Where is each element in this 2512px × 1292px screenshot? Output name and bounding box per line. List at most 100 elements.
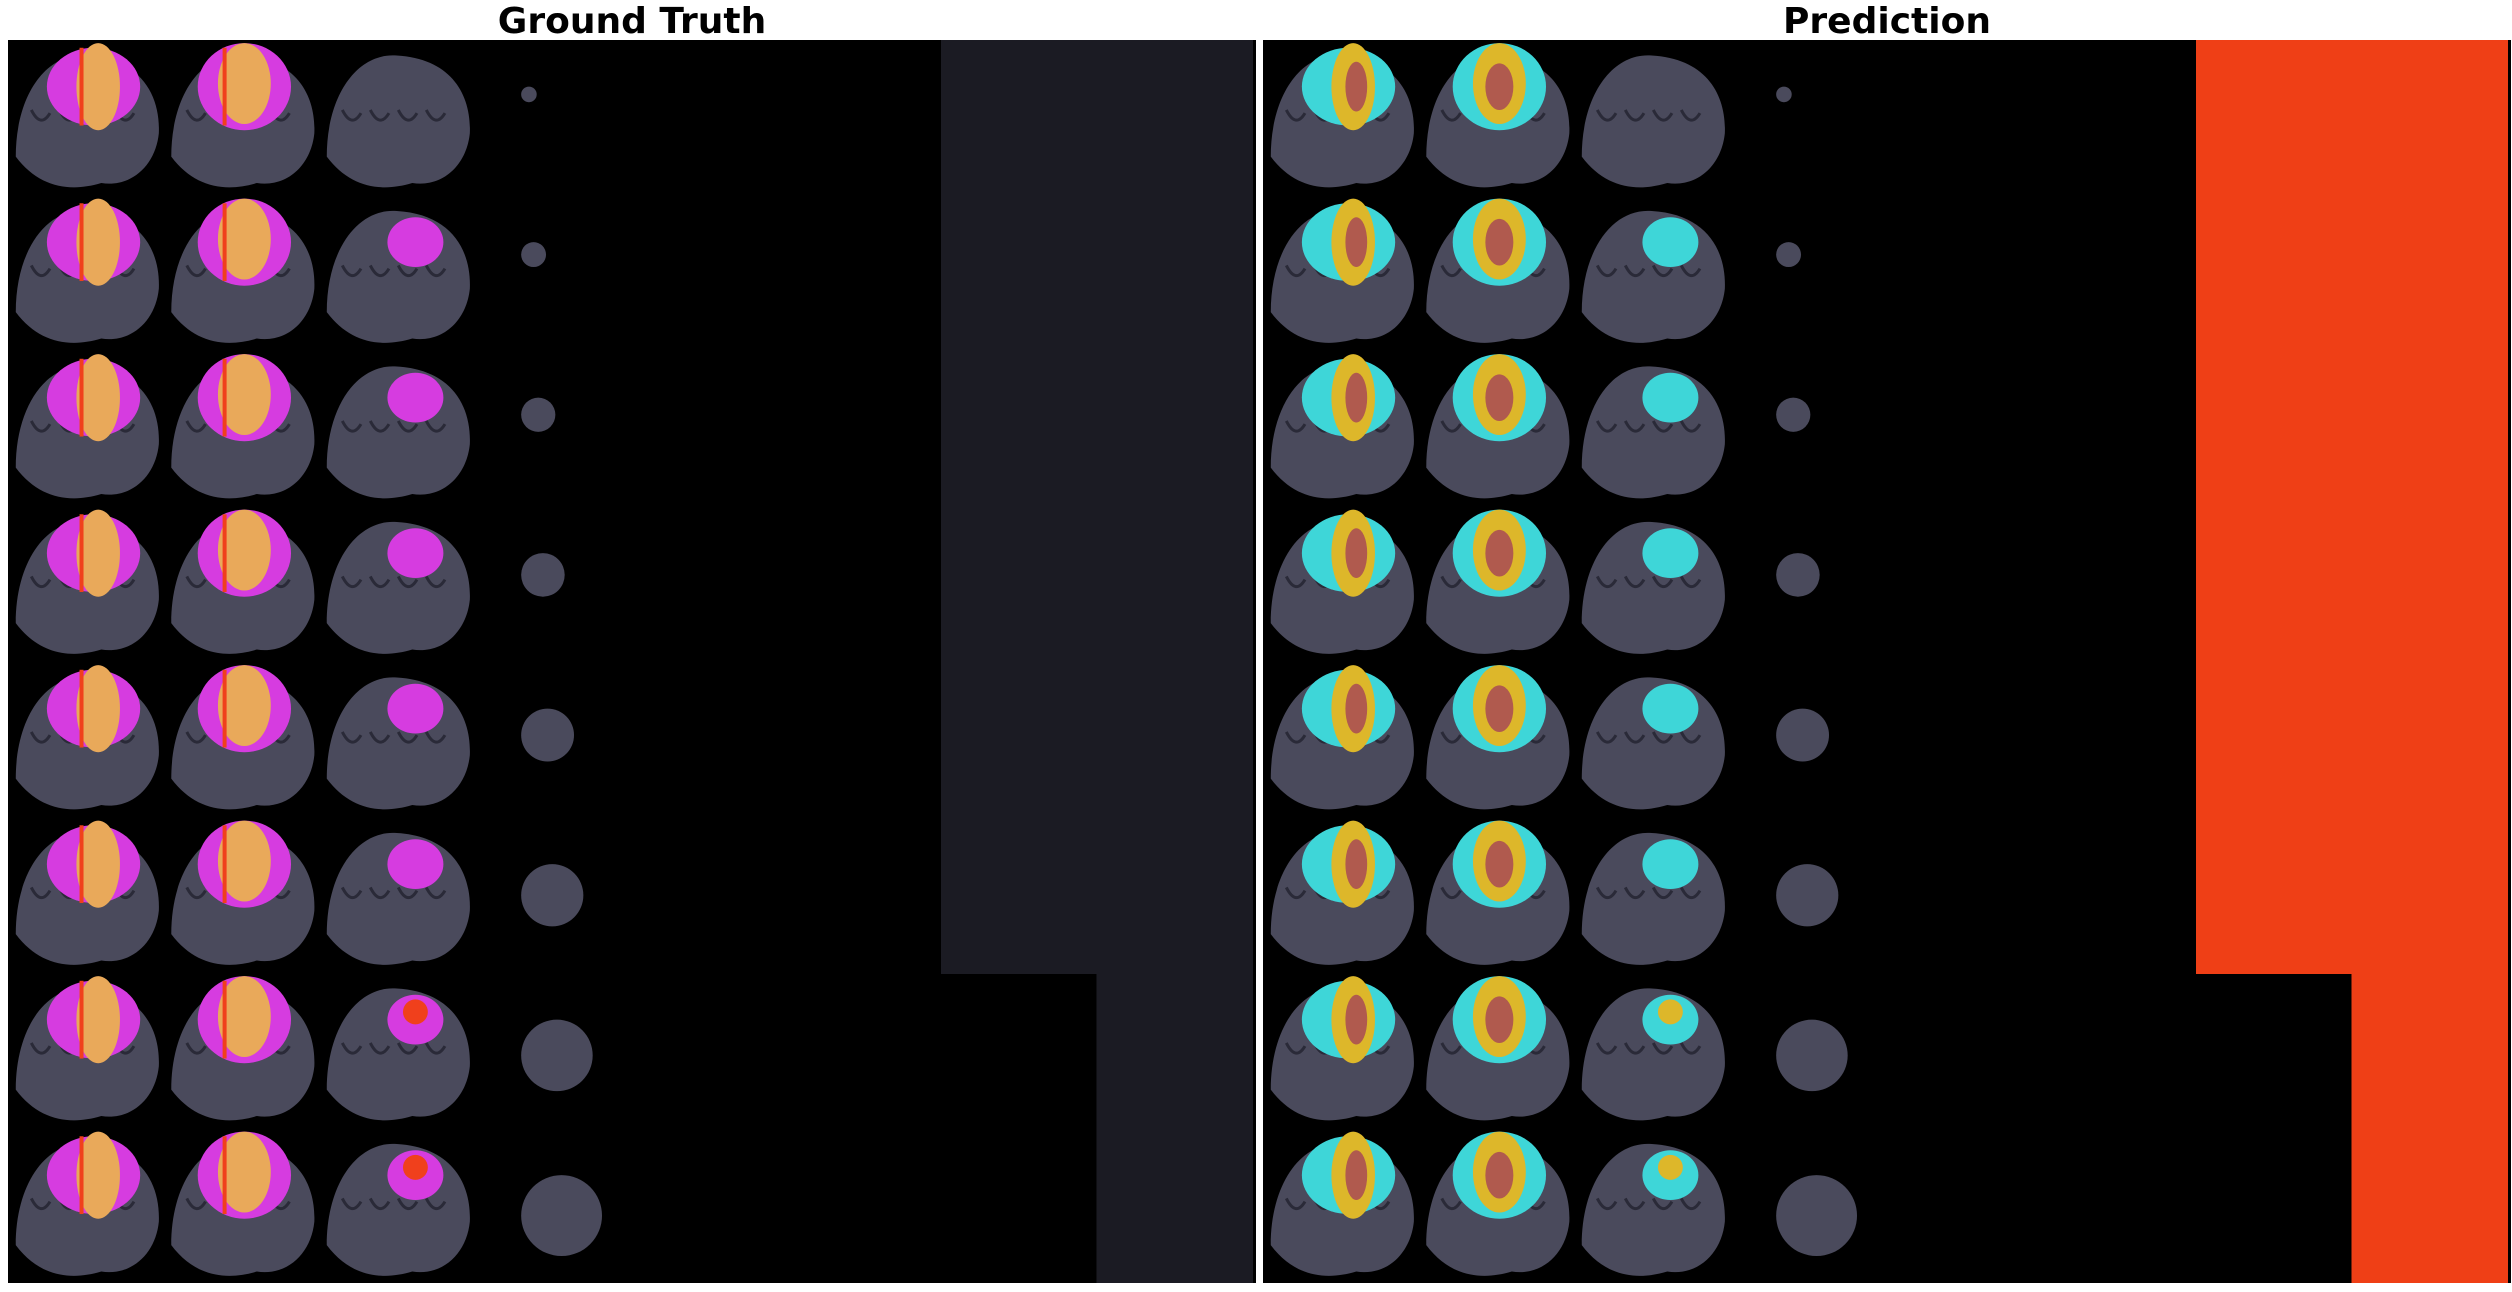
brain-sulcus [1595,1197,1618,1211]
prediction-grid [1263,40,2511,1283]
brain-slice-small [521,242,547,268]
core-region [217,665,271,746]
enhancing-rim [222,358,227,437]
edema-region [387,839,444,890]
brain-sulcus [396,1042,419,1055]
enhancing-rim [79,825,84,904]
brain-slice-small [1776,397,1811,432]
brain-sulcus [185,1042,207,1055]
enhancing-rim [222,980,227,1059]
enhancing-rim [79,669,84,748]
empty-tile [1096,817,1253,974]
brain-sulcus [1651,1042,1674,1055]
empty-tile [941,662,1098,819]
empty-tile [2196,195,2353,352]
enhancing-rim [222,47,227,126]
necrotic-region [1345,683,1368,734]
brain-sulcus [1623,420,1646,433]
necrotic-region [1485,685,1514,732]
brain-sulcus [185,1197,207,1211]
brain-sulcus [1595,264,1618,278]
brain-slice-small [1776,1019,1848,1092]
brain-slice-small [521,708,575,762]
empty-tile [2351,662,2508,819]
brain-sulcus [368,575,391,589]
empty-tile [2196,817,2353,974]
brain-sulcus [1679,575,1702,589]
brain-sulcus [1651,420,1674,433]
brain-sulcus [368,886,391,900]
prediction-title: Prediction [1783,1,1991,42]
necrotic-region [1345,61,1368,112]
empty-tile [2196,506,2353,663]
brain-sulcus [396,1197,419,1211]
brain-sulcus [1679,1042,1702,1055]
brain-sulcus [1440,731,1462,744]
empty-tile [1096,195,1253,352]
empty-tile [941,195,1098,352]
necrotic-region [1345,839,1368,890]
necrotic-region [1345,217,1368,268]
brain-sulcus [1440,420,1462,433]
necrotic-region [1345,528,1368,579]
empty-tile [941,40,1098,197]
core-region [402,1154,428,1180]
brain-sulcus [1284,109,1307,122]
brain-sulcus [1679,420,1702,433]
brain-sulcus [1623,1197,1646,1211]
brain-sulcus [396,420,419,433]
brain-sulcus [1623,731,1646,744]
brain-sulcus [29,575,52,589]
empty-tile [2351,506,2508,663]
ground-truth-grid [8,40,1256,1283]
brain-slice-small [521,86,537,103]
empty-tile [2351,40,2508,197]
brain-sulcus [1623,886,1646,900]
core-region [76,354,120,442]
edema-region [1642,683,1699,734]
brain-sulcus [1651,109,1674,122]
brain-sulcus [340,731,363,744]
brain-slice-small [521,397,556,432]
brain-sulcus [1440,1042,1462,1055]
necrotic-region [1345,372,1368,423]
necrotic-region [1485,996,1514,1043]
core-region [76,43,120,131]
brain-sulcus [1595,731,1618,744]
ground-truth-panel [8,40,1256,1283]
brain-sulcus [1595,109,1618,122]
enhancing-rim [222,514,227,593]
brain-sulcus [424,109,447,122]
brain-sulcus [1440,264,1462,278]
brain-sulcus [29,109,52,122]
enhancing-rim [222,669,227,748]
brain-sulcus [29,731,52,744]
brain-slice-small [521,553,565,597]
brain-slice-small [1776,708,1830,762]
brain-sulcus [1679,1197,1702,1211]
core-region [217,820,271,902]
core-region [217,509,271,591]
brain-sulcus [1595,575,1618,589]
brain-sulcus [424,575,447,589]
brain-sulcus [185,886,207,900]
brain-sulcus [1651,264,1674,278]
core-region [76,509,120,597]
brain-sulcus [396,575,419,589]
brain-sulcus [1623,264,1646,278]
brain-slice-small [521,864,584,927]
brain-sulcus [396,109,419,122]
brain-sulcus [1284,420,1307,433]
core-region [217,43,271,124]
brain-sulcus [1440,886,1462,900]
brain-sulcus [29,1042,52,1055]
brain-slice-small [1776,242,1802,268]
empty-tile [941,351,1098,508]
necrotic-region [1485,374,1514,421]
core-region [1657,1154,1683,1180]
empty-tile [2351,1128,2508,1283]
necrotic-region [1485,218,1514,266]
brain-slice [1581,55,1725,188]
brain-sulcus [1679,886,1702,900]
brain-sulcus [368,420,391,433]
